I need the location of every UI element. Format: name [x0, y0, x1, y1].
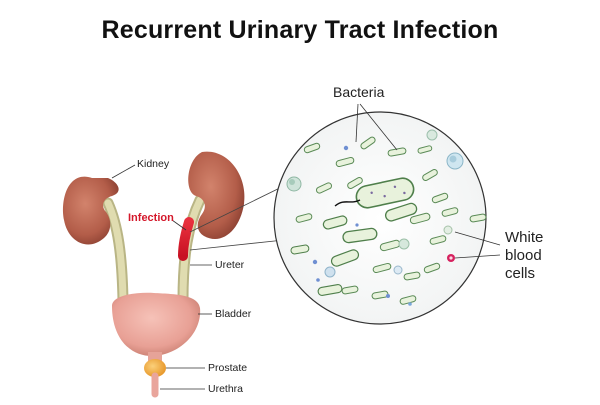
infection-pointer	[171, 219, 187, 231]
page-title: Recurrent Urinary Tract Infection	[101, 16, 499, 44]
right-kidney	[188, 151, 245, 240]
urethra-label: Urethra	[208, 383, 244, 395]
white-blood-cells-label: White blood cells	[505, 229, 543, 283]
wbc-label-line1: White	[505, 229, 544, 246]
bacteria-label: Bacteria	[333, 84, 385, 100]
kidney-pointer	[111, 164, 136, 179]
ureter-label: Ureter	[215, 259, 245, 271]
wbc-pointer-top	[454, 231, 501, 246]
white-blood-cells-group	[286, 129, 464, 306]
bacteria-group	[290, 136, 487, 305]
wbc-label-line3: cells	[505, 265, 536, 282]
wbc-label-line2: blood	[505, 247, 542, 264]
zoom-line-bottom	[189, 239, 285, 251]
bladder-label: Bladder	[215, 308, 252, 320]
left-kidney	[63, 176, 119, 245]
prostate	[144, 359, 166, 377]
wbc-pointer-bottom	[454, 254, 501, 259]
infection-area	[178, 217, 194, 261]
bladder	[112, 292, 201, 357]
bacteria-pointer-right	[359, 103, 398, 151]
prostate-label: Prostate	[208, 362, 248, 374]
kidney-label: Kidney	[137, 158, 170, 170]
bacteria-pointer-left	[355, 103, 359, 143]
zoom-line-top	[189, 181, 293, 233]
infection-label: Infection	[128, 212, 174, 224]
